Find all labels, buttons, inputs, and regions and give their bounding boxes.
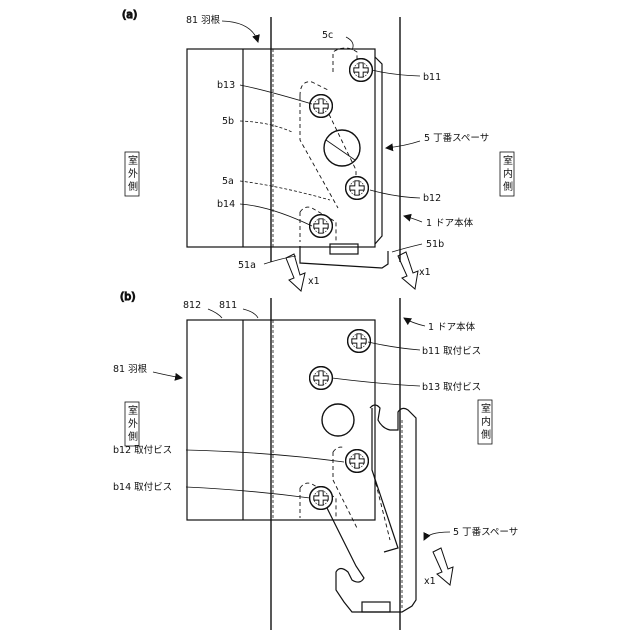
screw-b12-b xyxy=(346,450,369,473)
spacer-label-a: 5 丁番スペーサ xyxy=(424,132,489,144)
leader-b11-b xyxy=(368,342,420,350)
center-hole-b xyxy=(322,404,354,436)
spacer-label-b: 5 丁番スペーサ xyxy=(453,526,518,538)
b11-label-a: b11 xyxy=(423,72,441,83)
outside-char-3-a: 側 xyxy=(128,180,138,193)
b13-label-a: b13 xyxy=(217,80,235,91)
51a-label: 51a xyxy=(238,260,256,271)
outside-char-2-b: 外 xyxy=(128,418,138,430)
panel-a-label: (a) xyxy=(122,8,137,21)
812-label: 812 xyxy=(183,300,201,311)
leader-51a xyxy=(264,256,296,264)
b14-label-b: b14 取付ビス xyxy=(113,482,172,493)
leader-51b xyxy=(392,244,422,252)
leader-b11-a xyxy=(372,70,420,76)
inside-char-3-b: 側 xyxy=(481,428,491,441)
5c-label: 5c xyxy=(322,30,333,41)
wing-plate-b xyxy=(187,320,375,520)
wing-plate-a xyxy=(187,49,375,247)
leader-b14-b xyxy=(186,487,310,498)
leader-b14-a xyxy=(240,204,312,226)
leader-door-b xyxy=(404,318,425,326)
51b-label: 51b xyxy=(426,239,444,250)
arrow-x1-b xyxy=(433,548,453,585)
wing-label-a: 81 羽根 xyxy=(186,14,221,26)
screw-b11-b xyxy=(348,330,371,353)
leader-b12-a xyxy=(370,190,420,198)
leader-5b xyxy=(240,121,292,132)
leader-spacer-a xyxy=(386,141,420,148)
leader-door-a xyxy=(404,216,422,222)
leader-b13-b xyxy=(332,378,420,386)
outside-char-1-a: 室 xyxy=(128,154,138,167)
panel-b: (b) xyxy=(120,290,492,630)
wing-label-b: 81 羽根 xyxy=(113,363,148,375)
door-label-a: 1 ドア本体 xyxy=(426,217,474,229)
b12-label-b: b12 取付ビス xyxy=(113,445,172,456)
leader-spacer-b xyxy=(424,532,450,540)
spacer-slot-a xyxy=(330,244,358,254)
panel-a: (a) xyxy=(122,8,514,291)
door-label-b: 1 ドア本体 xyxy=(428,321,476,333)
b11-label-b: b11 取付ビス xyxy=(422,346,481,357)
screw-b14-a xyxy=(310,215,333,238)
screw-b13-b xyxy=(310,367,333,390)
inside-char-2-a: 内 xyxy=(503,167,513,180)
811-label: 811 xyxy=(219,300,237,311)
inside-char-3-a: 側 xyxy=(503,180,513,193)
inside-char-1-b: 室 xyxy=(481,402,491,415)
b12-label-a: b12 xyxy=(423,193,441,204)
panel-b-labels: 812 811 1 ドア本体 b11 取付ビス 81 羽根 b13 取付ビス b… xyxy=(113,300,518,587)
leader-b12-b xyxy=(186,450,344,462)
arrow-x1-left-a xyxy=(286,254,305,291)
5a-label: 5a xyxy=(222,176,234,187)
outside-char-3-b: 側 xyxy=(128,430,138,443)
inside-char-2-b: 内 xyxy=(481,415,491,428)
inside-char-1-a: 室 xyxy=(503,154,513,167)
center-hole-a xyxy=(324,130,360,166)
leader-5a xyxy=(240,181,330,200)
screw-b11-a xyxy=(350,59,373,82)
leader-wing-a xyxy=(222,21,258,42)
panel-b-label: (b) xyxy=(120,290,136,303)
5b-label: 5b xyxy=(222,116,234,127)
screw-b14-b xyxy=(310,487,333,510)
center-hole-hatch-a xyxy=(326,140,355,160)
spacer-edge-a xyxy=(375,57,382,244)
b14-label-a: b14 xyxy=(217,199,235,210)
x1-label-left-a: x1 xyxy=(308,276,320,287)
leader-5c xyxy=(346,37,353,50)
leader-811 xyxy=(243,309,258,318)
x1-label-b: x1 xyxy=(424,576,436,587)
screw-b12-a xyxy=(346,177,369,200)
spacer-slot-b xyxy=(362,602,390,612)
outside-char-2-a: 外 xyxy=(128,168,138,180)
x1-label-right-a: x1 xyxy=(419,267,431,278)
b13-label-b: b13 取付ビス xyxy=(422,382,481,393)
outside-char-1-b: 室 xyxy=(128,404,138,417)
slot-mid-b xyxy=(374,476,390,540)
screw-b13-a xyxy=(310,95,333,118)
leader-wing-b xyxy=(153,372,182,378)
panel-a-labels: 81 羽根 b13 b11 5c 5b 5a b12 b14 5 丁番スペーサ … xyxy=(128,14,513,287)
spacer-bottom-a xyxy=(300,246,388,268)
arrow-x1-right-a xyxy=(398,252,418,289)
